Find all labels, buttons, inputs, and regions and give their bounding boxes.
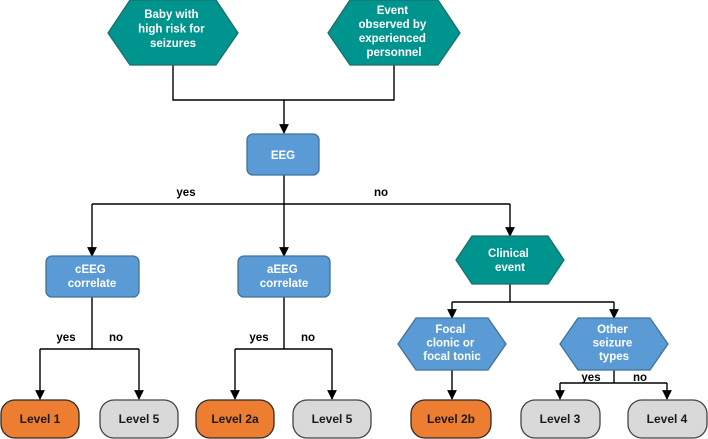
level5b-shape <box>292 399 372 439</box>
level2b-shape <box>410 399 492 439</box>
level3-shape <box>520 399 601 439</box>
node-other-types-shape <box>559 317 669 371</box>
level1-label: Level 1 <box>20 412 61 426</box>
level2a-shape <box>195 399 275 439</box>
level5a-label: Level 5 <box>119 412 160 426</box>
level5b-label: Level 5 <box>312 412 353 426</box>
node-event-observed-text: Event observed by experienced personnel <box>359 5 430 59</box>
node-baby-risk-shape <box>107 0 239 66</box>
edge-labels: yes no yes no yes no yes no <box>56 187 647 384</box>
node-clinical-event-shape <box>455 235 565 285</box>
connector-event-to-eeg <box>284 65 395 101</box>
node-other-types-text: Other seizure types <box>593 324 636 363</box>
edge-label-other-no: no <box>633 372 647 384</box>
level4-shape <box>627 399 708 439</box>
level2a-label: Level 2a <box>211 412 259 426</box>
node-focal-text: Focal clonic or focal tonic <box>423 324 481 363</box>
node-aeeg-shape <box>237 255 331 298</box>
level3-label: Level 3 <box>540 412 581 426</box>
edge-label-other-yes: yes <box>581 372 600 384</box>
connector-baby-to-eeg <box>172 65 289 134</box>
level2b-label: Level 2b <box>427 412 475 426</box>
connectors <box>35 65 672 400</box>
node-focal-shape <box>397 317 507 371</box>
node-aeeg-text: aEEG correlate <box>260 264 309 290</box>
node-labels: Baby with high risk for seizures Event o… <box>20 5 688 426</box>
edge-label-ceeg-yes: yes <box>56 332 75 344</box>
node-clinical-event-text: Clinical event <box>488 248 532 274</box>
level4-label: Level 4 <box>647 412 688 426</box>
node-ceeg-text: cEEG correlate <box>68 264 117 290</box>
node-event-observed-shape <box>327 0 461 66</box>
node-ceeg-shape <box>45 255 140 298</box>
node-baby-risk-text: Baby with high risk for seizures <box>138 9 208 50</box>
edge-label-eeg-yes: yes <box>176 187 195 199</box>
edge-label-aeeg-yes: yes <box>249 332 268 344</box>
node-eeg-shape <box>246 133 320 176</box>
level1-shape <box>0 399 80 439</box>
level5a-shape <box>99 399 179 439</box>
edge-label-aeeg-no: no <box>301 332 315 344</box>
edge-label-eeg-no: no <box>374 187 388 199</box>
node-eeg-text: EEG <box>271 150 295 162</box>
edge-label-ceeg-no: no <box>109 332 123 344</box>
